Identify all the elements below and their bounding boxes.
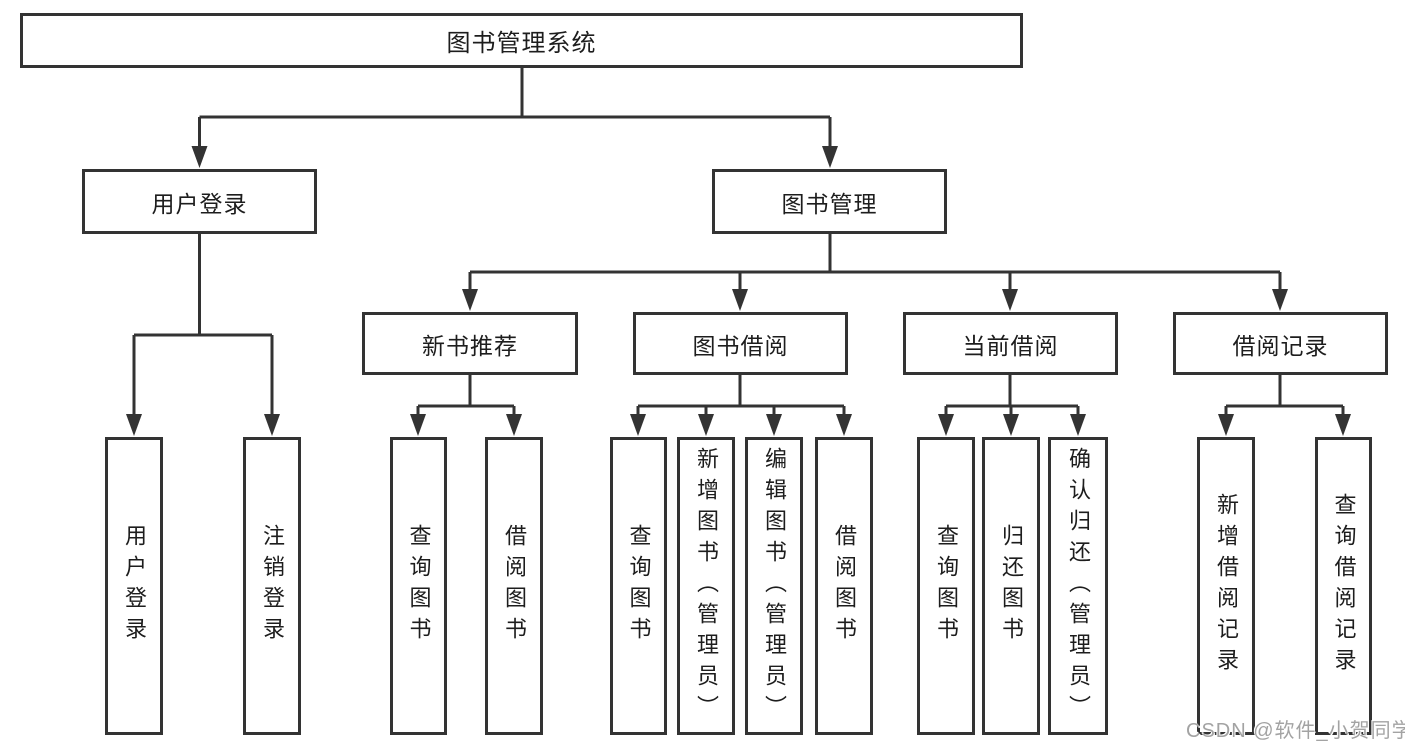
arrow-icon [1002, 289, 1018, 311]
arrow-icon [126, 414, 142, 436]
arrow-icon [766, 414, 782, 436]
node-label: 用户登录 [151, 190, 248, 217]
node-label: 图书借阅 [692, 332, 789, 359]
node-new-book-recommend: 新书推荐 [362, 312, 578, 375]
arrow-icon [191, 146, 208, 168]
leaf-label: 编辑图书（管理员） [762, 446, 787, 726]
arrow-icon [1218, 414, 1234, 436]
root-node-library-system: 图书管理系统 [20, 13, 1023, 68]
csdn-watermark: CSDN @软件_小贺同学 [1186, 720, 1405, 742]
leaf-query-books-current: 查询图书 [917, 437, 975, 735]
node-label: 图书管理系统 [446, 30, 597, 57]
arrow-icon [410, 414, 426, 436]
leaf-label: 新增图书（管理员） [694, 446, 719, 726]
leaf-add-book-admin: 新增图书（管理员） [677, 437, 735, 735]
leaf-label: 借阅图书 [502, 524, 527, 648]
node-label: 借阅记录 [1232, 332, 1329, 359]
arrow-icon [822, 146, 838, 168]
node-user-login: 用户登录 [82, 169, 317, 234]
arrow-icon [938, 414, 954, 436]
leaf-label: 归还图书 [999, 524, 1024, 648]
arrow-icon [1003, 414, 1019, 436]
leaf-borrow-books-recommend: 借阅图书 [485, 437, 543, 735]
leaf-label: 查询图书 [406, 524, 432, 648]
node-book-borrowing: 图书借阅 [633, 312, 848, 375]
arrow-icon [836, 414, 852, 436]
arrow-icon [1070, 414, 1086, 436]
leaf-label: 用户登录 [122, 524, 147, 648]
node-book-management: 图书管理 [712, 169, 947, 234]
arrow-icon [630, 414, 646, 436]
tree-edges [132, 67, 1345, 420]
arrow-icon [506, 414, 522, 436]
arrow-icon [1335, 414, 1351, 436]
leaf-label: 注销登录 [260, 524, 285, 648]
leaf-confirm-return-admin: 确认归还（管理员） [1048, 437, 1108, 735]
leaf-label: 查询图书 [934, 524, 959, 648]
node-borrowing-records: 借阅记录 [1173, 312, 1388, 375]
leaf-query-books-recommend: 查询图书 [390, 437, 447, 735]
node-current-borrowing: 当前借阅 [903, 312, 1118, 375]
leaf-user-login: 用户登录 [105, 437, 163, 735]
leaf-label: 查询借阅记录 [1331, 493, 1357, 679]
node-label: 图书管理 [781, 190, 878, 217]
arrow-icon [264, 414, 280, 436]
leaf-query-borrow-record: 查询借阅记录 [1315, 437, 1372, 735]
leaf-label: 借阅图书 [832, 524, 857, 648]
node-label: 当前借阅 [962, 332, 1059, 359]
leaf-edit-book-admin: 编辑图书（管理员） [745, 437, 803, 735]
leaf-query-books-borrowing: 查询图书 [610, 437, 667, 735]
leaf-label: 新增借阅记录 [1214, 493, 1239, 679]
leaf-label: 确认归还（管理员） [1066, 446, 1091, 726]
arrow-icon [732, 289, 748, 311]
leaf-add-borrow-record: 新增借阅记录 [1197, 437, 1255, 735]
arrow-icon [698, 414, 714, 436]
node-label: 新书推荐 [422, 332, 518, 359]
leaf-label: 查询图书 [626, 524, 652, 648]
arrow-icon [462, 289, 478, 311]
leaf-borrow-books-borrowing: 借阅图书 [815, 437, 873, 735]
leaf-return-books: 归还图书 [982, 437, 1040, 735]
leaf-logout: 注销登录 [243, 437, 301, 735]
arrow-icon [1272, 289, 1288, 311]
